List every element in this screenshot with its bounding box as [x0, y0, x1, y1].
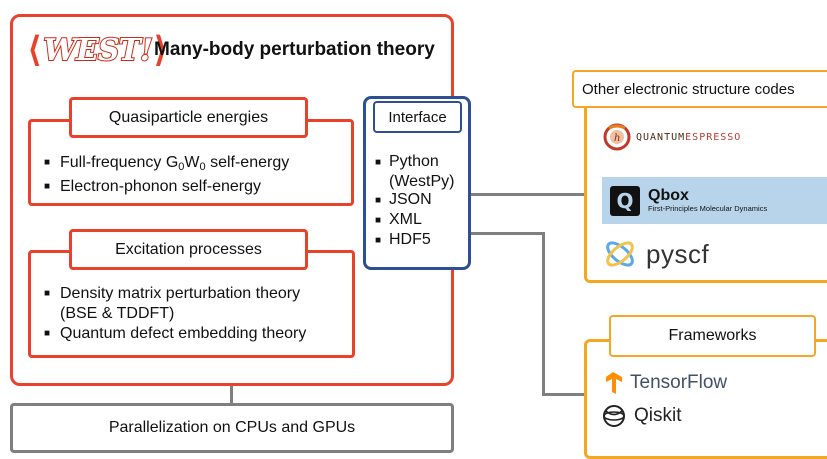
- connector-interface-to-frameworks-h2: [542, 393, 584, 396]
- other-codes-title: Other electronic structure codes: [572, 70, 827, 108]
- quantum-espresso-logo: h QUANTUMESPRESSO: [602, 122, 741, 152]
- west-logo-word: WEST!: [42, 32, 154, 69]
- list-item-continuation: (BSE & TDDFT): [44, 304, 306, 324]
- qbox-logo: Q Qbox First-Principles Molecular Dynami…: [602, 177, 827, 224]
- interface-title: Interface: [373, 101, 462, 133]
- list-item: ■ Electron-phonon self-energy: [44, 177, 289, 197]
- bullet-icon: ■: [375, 157, 382, 168]
- tensorflow-icon: [606, 372, 622, 394]
- list-item: ■Python: [375, 153, 454, 173]
- list-item: ■XML: [375, 211, 454, 231]
- pyscf-icon: [606, 241, 634, 267]
- bullet-icon: ■: [375, 235, 382, 246]
- svg-text:h: h: [614, 133, 620, 144]
- west-logo: ⟨ WEST! ⟩: [28, 30, 167, 70]
- tensorflow-logo: TensorFlow: [602, 371, 727, 395]
- connector-interface-to-frameworks-h: [471, 232, 544, 235]
- west-logo-right-bracket: ⟩: [153, 31, 168, 69]
- list-item-continuation: (WestPy): [389, 173, 455, 190]
- connector-west-to-parallel: [230, 386, 233, 404]
- excitation-title: Excitation processes: [69, 229, 308, 270]
- connector-interface-to-frameworks-v: [542, 232, 545, 396]
- bullet-icon: ■: [375, 195, 382, 206]
- list-item: ■ Density matrix perturbation theory: [44, 284, 306, 304]
- list-item: ■JSON: [375, 191, 454, 211]
- parallelization-box: Parallelization on CPUs and GPUs: [10, 403, 454, 453]
- list-item: ■ Quantum defect embedding theory: [44, 324, 306, 344]
- qiskit-name: Qiskit: [634, 405, 682, 426]
- gw-item: Full-frequency G0W0 self-energy: [60, 154, 290, 173]
- frameworks-box: [584, 339, 827, 459]
- bullet-icon: ■: [44, 328, 51, 339]
- frameworks-title: Frameworks: [609, 315, 816, 357]
- electron-phonon-item: Electron-phonon self-energy: [60, 178, 262, 195]
- list-item: ■ Full-frequency G0W0 self-energy: [44, 153, 289, 177]
- tensorflow-name: TensorFlow: [630, 372, 728, 393]
- west-title: Many-body perturbation theory: [154, 39, 435, 60]
- qbox-q-icon: Q: [610, 185, 640, 216]
- bullet-icon: ■: [375, 215, 382, 226]
- bullet-icon: ■: [44, 288, 51, 299]
- pyscf-name: pyscf: [646, 238, 710, 269]
- list-item: ■HDF5: [375, 231, 454, 251]
- qdet-item: Quantum defect embedding theory: [60, 325, 307, 342]
- pyscf-logo: pyscf: [602, 238, 709, 270]
- qbox-subtitle: First-Principles Molecular Dynamics: [648, 204, 768, 213]
- connector-interface-to-codes: [471, 193, 584, 196]
- quasiparticle-list: ■ Full-frequency G0W0 self-energy ■ Elec…: [44, 153, 289, 197]
- qiskit-icon: [603, 405, 625, 427]
- bullet-icon: ■: [44, 181, 51, 192]
- quantum-espresso-icon: h: [603, 123, 631, 151]
- quasiparticle-title: Quasiparticle energies: [69, 97, 308, 138]
- dmpt-item-line2: (BSE & TDDFT): [60, 305, 175, 322]
- interface-list: ■Python (WestPy) ■JSON ■XML ■HDF5: [375, 153, 454, 251]
- qe-part1: QUANTUM: [636, 131, 686, 143]
- qbox-name: Qbox: [648, 187, 689, 204]
- qiskit-logo: Qiskit: [602, 404, 682, 428]
- qe-part2: ESPRESSO: [685, 131, 742, 143]
- parallelization-label: Parallelization on CPUs and GPUs: [108, 419, 356, 436]
- west-logo-left-bracket: ⟨: [28, 31, 42, 69]
- bullet-icon: ■: [44, 157, 51, 168]
- dmpt-item: Density matrix perturbation theory: [60, 285, 301, 302]
- excitation-list: ■ Density matrix perturbation theory (BS…: [44, 284, 306, 344]
